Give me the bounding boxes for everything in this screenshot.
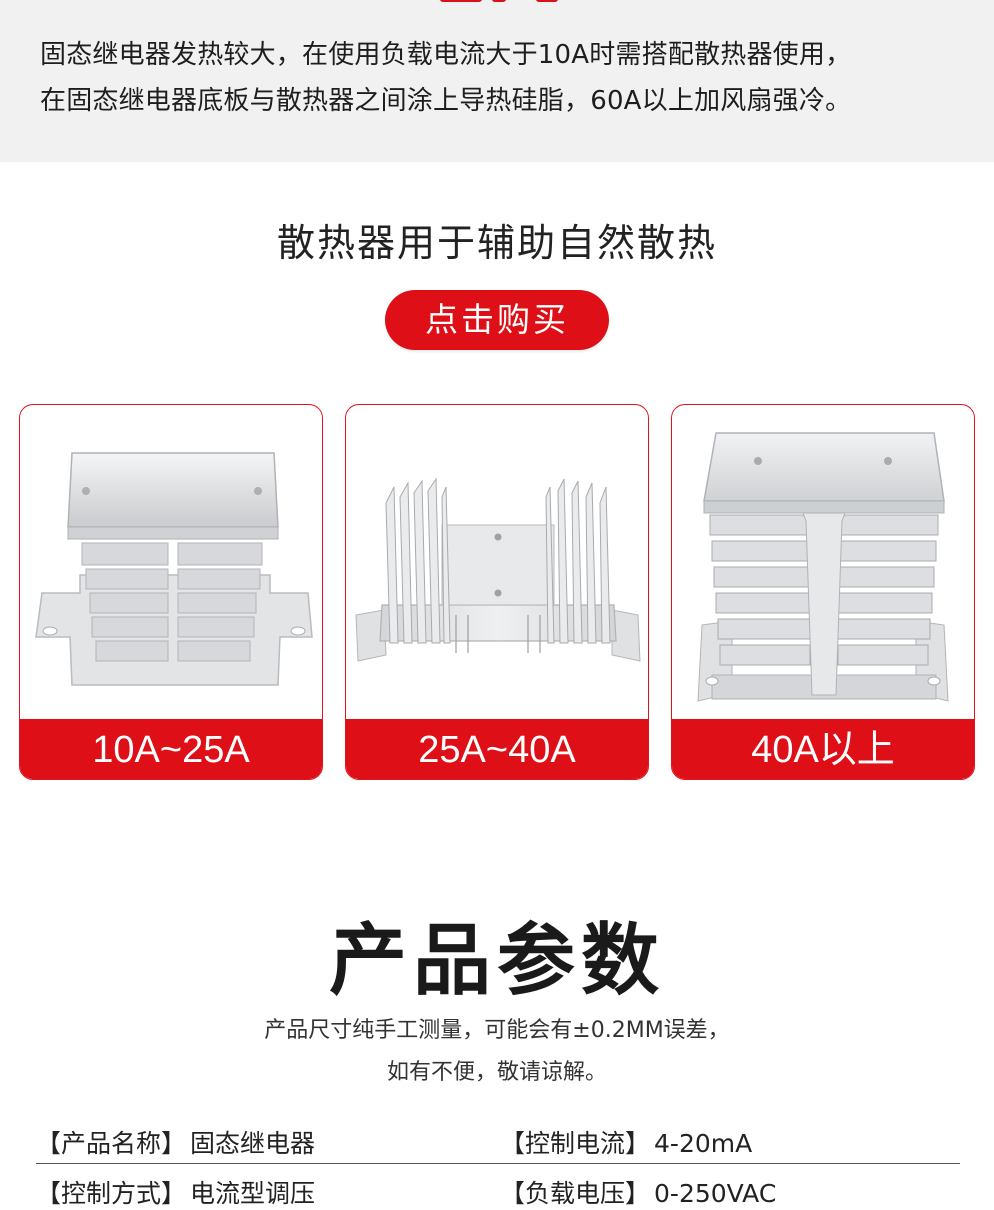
notice-section: 固态继电器发热较大，在使用负载电流大于10A时需搭配散热器使用， 在固态继电器底… [0, 0, 994, 162]
heatsink-card-label: 40A以上 [672, 719, 974, 779]
heatsink-card-label: 25A~40A [346, 719, 648, 779]
buy-button[interactable]: 点击购买 [385, 290, 609, 350]
params-title: 产品参数 [328, 916, 665, 1006]
param-key: 【负载电压】 [500, 1179, 651, 1208]
notice-line-2: 在固态继电器底板与散热器之间涂上导热硅脂，60A以上加风扇强冷。 [40, 86, 852, 116]
param-key: 【产品名称】 [36, 1129, 187, 1158]
param-value: 0-250VAC [654, 1179, 777, 1208]
heatsink-finned-icon [346, 405, 648, 721]
title-decoration [440, 0, 560, 4]
heatsink-card-10a-25a[interactable]: 10A~25A [19, 404, 323, 780]
param-key: 【控制方式】 [36, 1179, 187, 1208]
param-value: 电流型调压 [190, 1179, 316, 1208]
param-value: 固态继电器 [190, 1129, 316, 1158]
heatsink-small-icon [20, 405, 322, 721]
param-product-name: 【产品名称】固态继电器 [36, 1124, 315, 1160]
heatsink-subtitle: 散热器用于辅助自然散热 [276, 221, 717, 265]
param-control-mode: 【控制方式】电流型调压 [36, 1174, 315, 1210]
heatsink-card-40a-plus[interactable]: 40A以上 [671, 404, 975, 780]
param-key: 【控制电流】 [500, 1129, 651, 1158]
params-note-line-2: 如有不便，敬请谅解。 [386, 1060, 607, 1085]
heatsink-card-25a-40a[interactable]: 25A~40A [345, 404, 649, 780]
param-value: 4-20mA [654, 1129, 753, 1158]
param-divider [36, 1163, 960, 1164]
heatsink-card-label: 10A~25A [20, 719, 322, 779]
param-control-current: 【控制电流】4-20mA [500, 1124, 752, 1160]
notice-line-1: 固态继电器发热较大，在使用负载电流大于10A时需搭配散热器使用， [40, 40, 852, 70]
param-load-voltage: 【负载电压】0-250VAC [500, 1174, 776, 1210]
params-note-line-1: 产品尺寸纯手工测量，可能会有±0.2MM误差， [264, 1018, 730, 1043]
heatsink-large-icon [672, 405, 974, 721]
